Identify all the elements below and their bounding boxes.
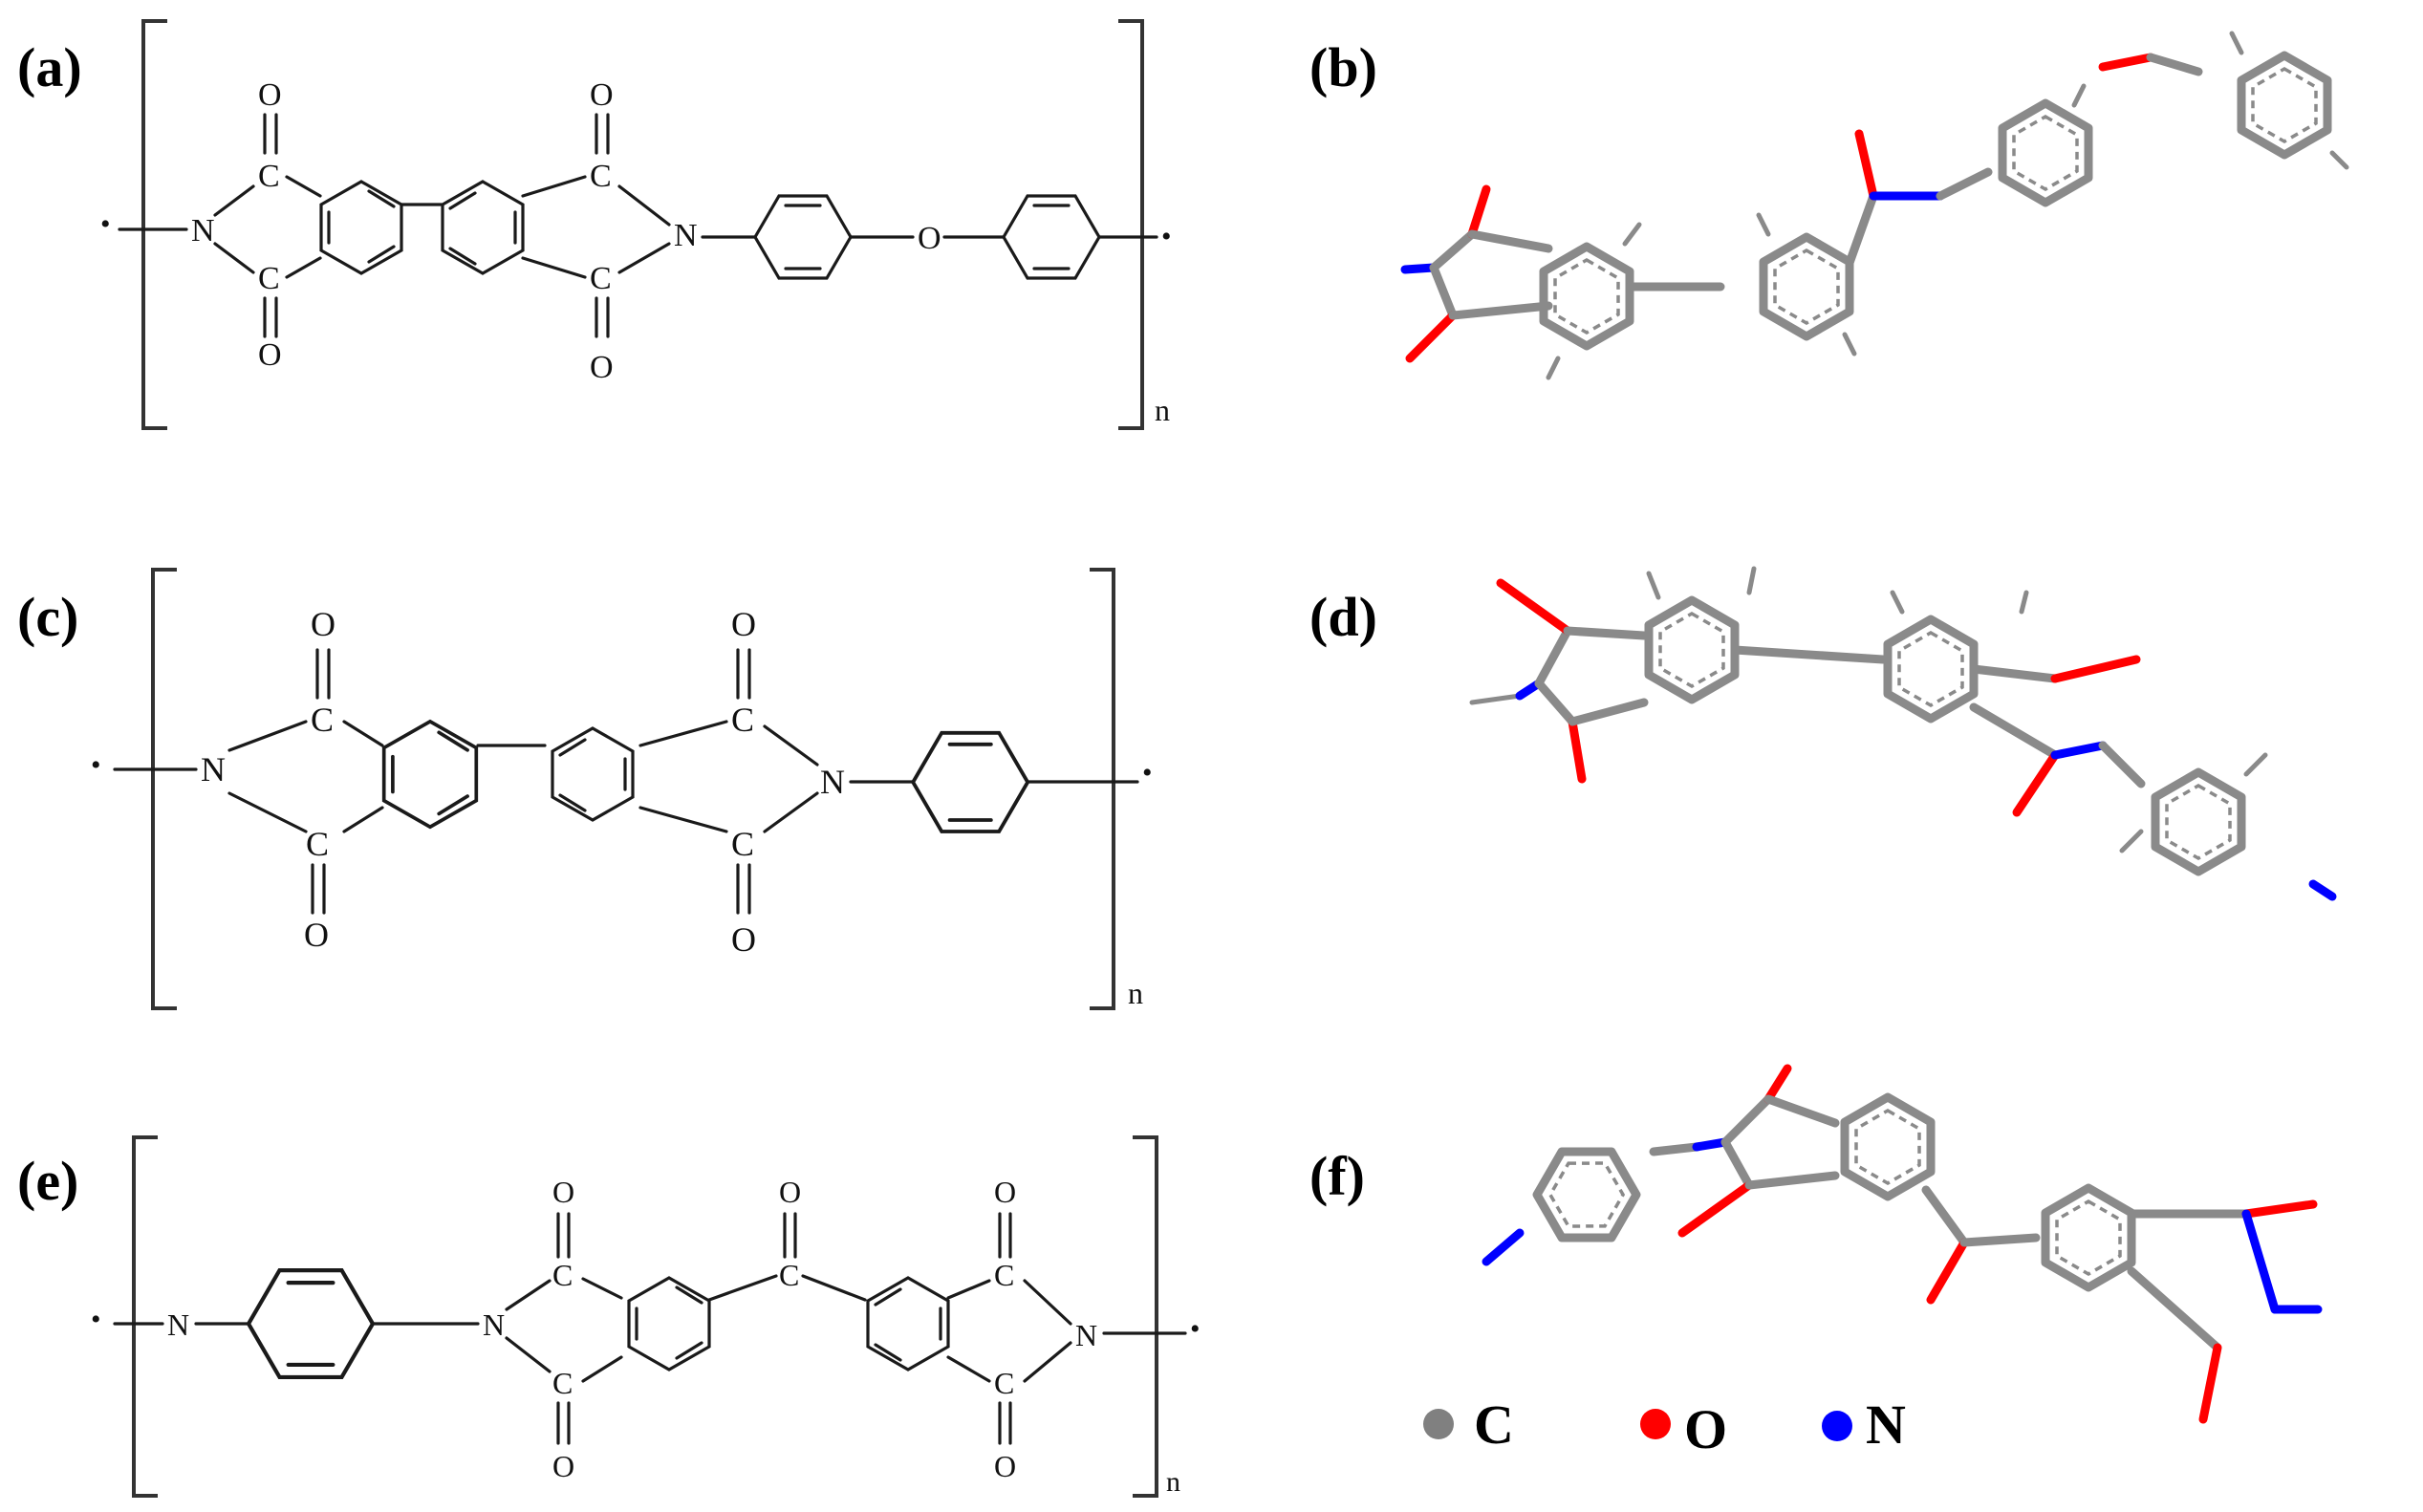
panel-label-d: (d) bbox=[1309, 586, 1377, 648]
atom-c: C bbox=[258, 159, 280, 194]
panel-c: (c) n • • N C C O O C C bbox=[17, 568, 1153, 1010]
atom-n: N bbox=[201, 750, 226, 788]
panel-label-a: (a) bbox=[17, 36, 82, 98]
model-d bbox=[1469, 566, 2337, 901]
legend-label-n: N bbox=[1866, 1393, 1906, 1456]
panel-label-c: (c) bbox=[17, 586, 78, 648]
legend-swatch-c bbox=[1423, 1409, 1454, 1439]
bracket-right bbox=[1133, 1135, 1158, 1498]
atom-c: C bbox=[552, 1258, 573, 1292]
end-dot: • bbox=[91, 1304, 101, 1335]
atom-n: N bbox=[483, 1307, 505, 1342]
atom-o: O bbox=[258, 337, 282, 373]
end-dot: • bbox=[1161, 221, 1172, 252]
atom-o: O bbox=[590, 77, 614, 113]
bracket-left bbox=[132, 1135, 158, 1498]
panel-b: (b) bbox=[1309, 31, 2349, 380]
atom-o: O bbox=[311, 605, 335, 643]
atom-c: C bbox=[994, 1258, 1014, 1292]
bracket-left bbox=[151, 568, 177, 1010]
panel-label-e: (e) bbox=[17, 1150, 78, 1212]
atom-o: O bbox=[552, 1175, 574, 1209]
atom-o: O bbox=[552, 1449, 574, 1483]
atom-c: C bbox=[731, 825, 754, 863]
atom-o: O bbox=[779, 1175, 801, 1209]
structure-e: n • • N N C C O O C O bbox=[91, 1135, 1201, 1498]
atom-o: O bbox=[258, 77, 282, 113]
atom-c: C bbox=[590, 159, 612, 194]
panel-label-b: (b) bbox=[1309, 36, 1377, 98]
atom-n: N bbox=[167, 1307, 189, 1342]
atom-c: C bbox=[779, 1258, 799, 1292]
structure-a: n • • N C C O O C C O O bbox=[100, 19, 1172, 430]
atom-c: C bbox=[994, 1366, 1014, 1400]
bracket-left bbox=[141, 19, 167, 430]
structure-c: n • • N C C O O C C O O bbox=[91, 568, 1153, 1010]
bracket-right bbox=[1118, 19, 1144, 430]
legend-label-c: C bbox=[1474, 1393, 1514, 1456]
atom-c: C bbox=[552, 1366, 573, 1400]
atom-n: N bbox=[1075, 1318, 1097, 1352]
legend-label-o: O bbox=[1684, 1398, 1727, 1460]
end-dot: • bbox=[91, 749, 101, 781]
atom-c: C bbox=[311, 701, 334, 739]
atom-o: O bbox=[731, 920, 756, 959]
atom-o: O bbox=[731, 605, 756, 643]
atom-c: C bbox=[590, 261, 612, 296]
atom-c: C bbox=[306, 825, 329, 863]
model-b bbox=[1400, 31, 2349, 380]
panel-d: (d) bbox=[1309, 566, 2337, 901]
atom-o: O bbox=[994, 1175, 1016, 1209]
end-dot: • bbox=[100, 208, 111, 240]
atom-n: N bbox=[674, 218, 698, 253]
atom-o: O bbox=[590, 350, 614, 385]
atom-o: O bbox=[994, 1449, 1016, 1483]
panel-f: (f) C O bbox=[1309, 1064, 2323, 1460]
repeat-n: n bbox=[1166, 1466, 1180, 1498]
bracket-right bbox=[1090, 568, 1115, 1010]
repeat-n: n bbox=[1155, 393, 1170, 427]
repeat-n: n bbox=[1128, 976, 1143, 1010]
panel-e: (e) n • • N N C C O O C bbox=[17, 1135, 1201, 1498]
atom-o: O bbox=[304, 916, 329, 954]
atom-o: O bbox=[918, 221, 941, 256]
atom-n: N bbox=[820, 763, 845, 801]
end-dot: • bbox=[1142, 757, 1153, 788]
atom-c: C bbox=[731, 701, 754, 739]
legend: C O N bbox=[1423, 1393, 1906, 1460]
panel-label-f: (f) bbox=[1309, 1145, 1365, 1207]
atom-n: N bbox=[191, 213, 215, 248]
end-dot: • bbox=[1190, 1313, 1201, 1345]
model-f bbox=[1482, 1064, 2323, 1424]
panel-a: (a) n • • N C C O O C C bbox=[17, 19, 1172, 430]
legend-swatch-o bbox=[1640, 1409, 1671, 1439]
atom-c: C bbox=[258, 261, 280, 296]
legend-swatch-n bbox=[1822, 1411, 1852, 1441]
